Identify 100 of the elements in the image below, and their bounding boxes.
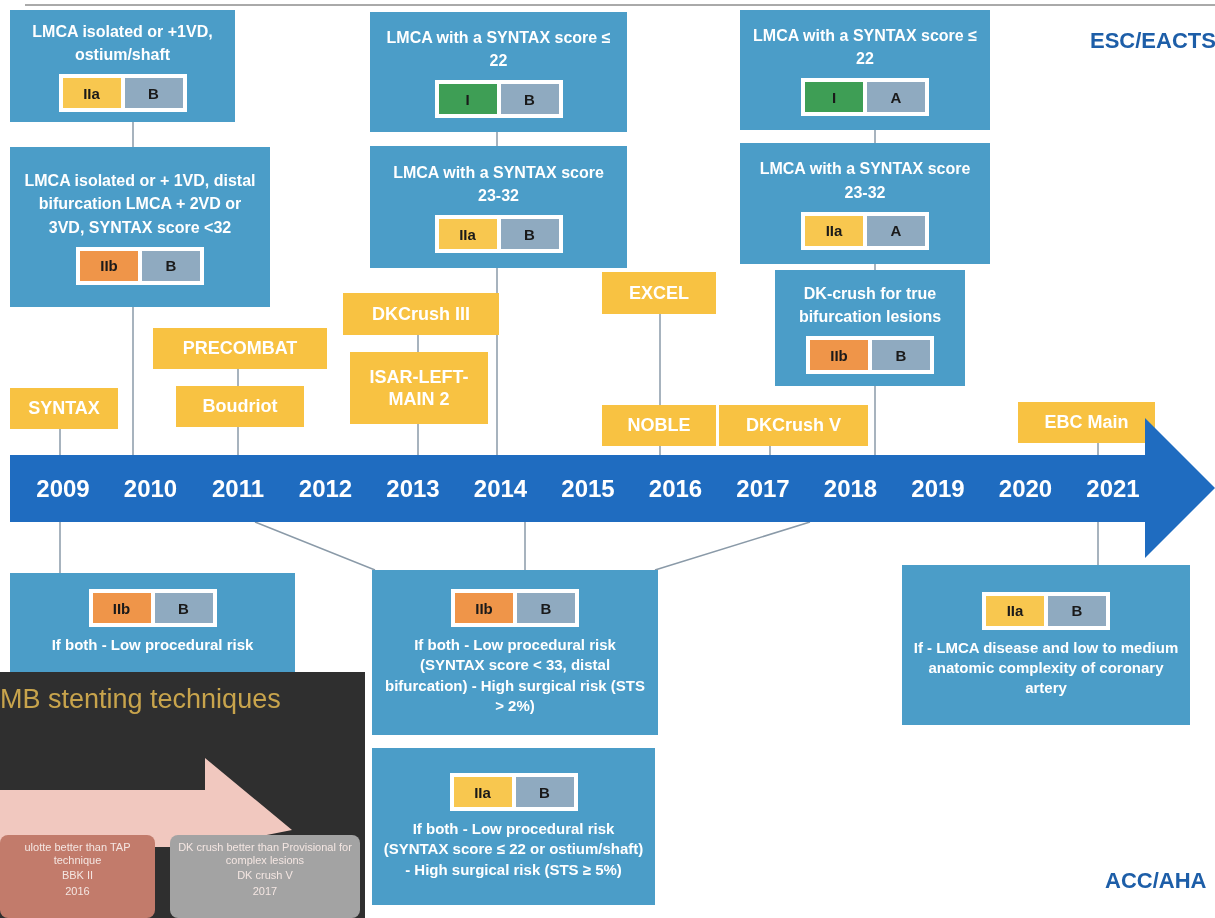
trial-box <box>343 293 499 335</box>
year-label: 2013 <box>386 475 440 503</box>
trial-name: SYNTAX <box>28 397 100 420</box>
connector-line <box>874 263 876 271</box>
connector-line <box>524 521 526 571</box>
guideline-source-label: ACC/AHA <box>1105 868 1207 894</box>
connector-line <box>59 428 61 456</box>
class-badge: IIa <box>62 78 121 109</box>
trial-box <box>719 405 868 446</box>
box-text: If - LMCA disease and low to medium anatomic complexity of coronary artery <box>912 637 1180 699</box>
trial-box <box>350 352 488 424</box>
trial-box <box>602 272 716 314</box>
year-label: 2020 <box>998 475 1053 503</box>
class-badge: IIb <box>455 593 513 623</box>
level-badge: B <box>154 593 213 624</box>
box-text: LMCA with a SYNTAX score ≤ 22 <box>752 25 978 69</box>
recommendation-box <box>10 573 295 672</box>
trial-name: PRECOMBAT <box>182 337 298 360</box>
year-label: 2016 <box>648 475 703 503</box>
year-label: 2009 <box>36 475 90 503</box>
guideline-box <box>10 147 270 307</box>
trial-name: EBC Main <box>1044 411 1129 434</box>
connector-line <box>132 306 134 456</box>
level-badge: A <box>867 82 925 113</box>
connector-line <box>254 521 376 571</box>
year-label: 2012 <box>298 475 353 503</box>
year-label: 2017 <box>736 475 790 503</box>
level-badge: B <box>517 593 575 623</box>
connector-line <box>874 129 876 144</box>
box-text: LMCA isolated or + 1VD, distal bifurcation LMCA + 2VD or 3VD, SYNTAX score <32 <box>23 171 257 238</box>
trial-box <box>176 386 304 427</box>
box-text: If both - Low procedural risk (SYNTAX score ≤ 22 or ostium/shaft) - High surgical risk (STS ≥ 5%) <box>382 819 645 880</box>
guideline-box <box>370 12 627 132</box>
class-badge: I <box>438 84 497 115</box>
trial-box <box>1018 402 1155 443</box>
level-badge: B <box>1048 595 1106 626</box>
connector-line <box>659 313 661 406</box>
box-text: LMCA with a SYNTAX score ≤ 22 <box>385 27 612 71</box>
connector-line <box>417 423 419 456</box>
connector-line <box>1097 442 1099 456</box>
year-label: 2011 <box>211 475 265 503</box>
class-badge: IIa <box>438 219 497 250</box>
slide-card <box>0 835 155 918</box>
card-text: ulotte better than TAP technique <box>23 841 132 868</box>
class-badge: IIa <box>453 777 512 808</box>
year-label: 2018 <box>823 475 878 503</box>
level-badge: B <box>872 340 930 371</box>
trial-name: Boudriot <box>202 395 278 418</box>
trial-name: NOBLE <box>627 414 691 437</box>
card-text: DK crush V <box>237 869 293 883</box>
trial-box <box>602 405 716 446</box>
level-badge: B <box>500 219 559 250</box>
level-badge: B <box>515 777 574 808</box>
box-text: If both - Low procedural risk (SYNTAX score < 33, distal bifurcation) - High surgical risk (STS > 2%) <box>383 635 646 716</box>
guideline-box <box>740 10 990 130</box>
connector-line <box>654 521 811 571</box>
card-text: 2017 <box>252 884 278 898</box>
year-label: 2010 <box>123 475 178 503</box>
connector-line <box>132 121 134 148</box>
box-text: LMCA with a SYNTAX score 23-32 <box>758 159 972 203</box>
connector-line <box>496 131 498 147</box>
year-label: 2015 <box>561 475 615 503</box>
connector-line <box>59 521 61 574</box>
guideline-source-label: ESC/EACTS <box>1090 28 1215 54</box>
slide-card <box>170 835 360 918</box>
class-badge: I <box>805 82 863 113</box>
box-text: LMCA with a SYNTAX score 23-32 <box>392 162 605 206</box>
trial-box <box>10 388 118 429</box>
year-label: 2014 <box>473 475 528 503</box>
box-text: DK-crush for true bifurcation lesions <box>797 283 943 327</box>
class-badge: IIa <box>986 595 1044 626</box>
class-badge: IIb <box>92 593 151 624</box>
recommendation-box <box>902 565 1190 725</box>
guideline-box <box>775 270 965 386</box>
class-badge: IIb <box>80 250 138 281</box>
guideline-box <box>740 143 990 264</box>
class-badge: IIa <box>805 215 863 246</box>
connector-line <box>237 426 239 456</box>
level-badge: A <box>867 215 925 246</box>
connector-line <box>1097 521 1099 566</box>
trial-name: DKCrush III <box>372 302 470 326</box>
year-label: 2021 <box>1086 475 1140 503</box>
recommendation-box <box>372 748 655 905</box>
connector-line <box>237 368 239 387</box>
guideline-box <box>370 146 627 268</box>
box-text: LMCA isolated or +1VD, ostium/shaft <box>31 21 214 65</box>
guideline-box <box>10 10 235 122</box>
class-badge: IIb <box>810 340 868 371</box>
slide-title: MB stenting techniques <box>0 684 281 715</box>
trial-name: EXCEL <box>629 281 689 305</box>
card-text: BBK II <box>61 869 94 883</box>
card-text: 2016 <box>65 884 90 898</box>
connector-line <box>417 334 419 353</box>
slide-panel <box>0 672 365 918</box>
trial-name: ISAR-LEFT-MAIN 2 <box>368 365 470 411</box>
connector-line <box>769 445 771 456</box>
level-badge: B <box>124 78 183 109</box>
level-badge: B <box>500 84 559 115</box>
trial-box <box>153 328 327 369</box>
box-text: If both - Low procedural risk <box>51 635 254 656</box>
